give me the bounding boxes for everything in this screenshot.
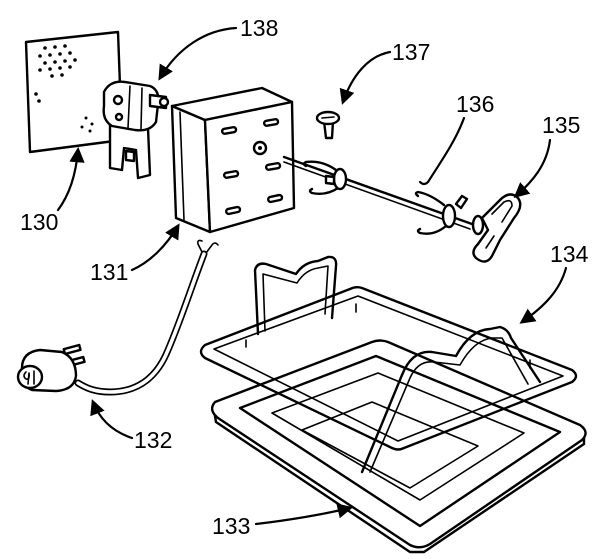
motor-part: [102, 80, 170, 180]
housing-slot: [267, 193, 284, 204]
housing-box-part: [170, 86, 296, 234]
callout-131: 131: [90, 259, 128, 285]
callout-138: 138: [240, 15, 278, 41]
fork-prong: [414, 190, 446, 207]
callout-132: 132: [134, 427, 172, 453]
handle-crank-inner: [485, 199, 513, 249]
screw-part: [315, 110, 341, 140]
spit-fork-left: [302, 160, 348, 196]
fork-prong: [308, 186, 340, 196]
perforation-hole: [63, 44, 67, 48]
housing-slots: [220, 118, 284, 216]
leader-arrow-131: [130, 223, 180, 272]
fork-prong: [416, 224, 448, 235]
motor-shaft-end: [158, 96, 170, 108]
leader-arrow-135: [513, 138, 552, 199]
spit-rod: [282, 155, 474, 226]
perforation-hole: [73, 58, 77, 62]
perforation-hole: [38, 68, 42, 72]
perforation-hole: [88, 129, 92, 133]
cord-fill: [76, 252, 206, 394]
perforation-hole: [58, 66, 62, 70]
leader-arrow-130: [56, 146, 85, 212]
fork-collar: [441, 203, 457, 229]
perforation-hole: [48, 67, 52, 71]
handle-hub: [471, 214, 485, 236]
fork-collar: [332, 167, 348, 191]
motor-detail: [114, 112, 124, 122]
power-plug: [16, 343, 86, 393]
screw-slot: [321, 116, 335, 119]
housing-left-flange: [179, 111, 185, 221]
rack-diagonal-support-inner: [369, 337, 529, 473]
plug-face: [16, 364, 44, 390]
perforation-hole: [50, 74, 54, 78]
motor-detail-line: [127, 85, 143, 130]
housing-slot: [220, 126, 238, 135]
motor-bracket: [108, 122, 152, 180]
leader-line-136: [418, 116, 466, 186]
perforation-hole: [60, 73, 64, 77]
motor-bracket-tab: [124, 149, 136, 163]
power-cord-part: [16, 239, 219, 396]
callout-130: 130: [20, 209, 58, 235]
perforation-hole: [48, 53, 52, 57]
housing-slot: [262, 118, 280, 127]
rack-diagonal-support: [360, 325, 542, 474]
perforation-hole: [84, 116, 88, 120]
motor-detail: [112, 94, 124, 106]
perforation-hole: [53, 60, 57, 64]
housing-slot: [264, 162, 282, 171]
leader-arrow-137: [339, 50, 392, 105]
leader-arrow-134: [519, 266, 568, 324]
leader-lines: [56, 26, 568, 526]
rack-foot: [245, 303, 531, 369]
perforation-hole: [80, 125, 84, 129]
perforation-hole: [43, 61, 47, 65]
callout-labels: 138 137 136 135 130 131 134 132 133: [20, 15, 589, 539]
perforation-hole: [58, 52, 62, 56]
cord-wire-end: [205, 242, 219, 254]
perforation-hole: [34, 92, 38, 96]
callout-137: 137: [392, 39, 430, 65]
fork-prong: [302, 160, 338, 172]
perforation-hole: [38, 54, 42, 58]
leader-arrow-133: [254, 503, 353, 526]
rack-frame-inner: [213, 295, 564, 442]
perforation-hole: [68, 65, 72, 69]
wire-rack-part: [199, 255, 578, 474]
spit-fork-right: [414, 190, 469, 235]
callout-135: 135: [542, 112, 580, 138]
spit-rod-edge: [283, 161, 471, 230]
callout-136: 136: [456, 91, 494, 117]
spit-part: [282, 155, 474, 235]
rack-loop-handle: [253, 255, 338, 336]
perforation-hole: [68, 51, 72, 55]
handle-part: [471, 193, 522, 263]
callout-133: 133: [212, 513, 250, 539]
leader-arrow-138: [158, 26, 238, 81]
housing-shaft-hole-inner: [258, 146, 262, 150]
callout-134: 134: [550, 241, 589, 267]
plug-face-mark: [23, 370, 35, 385]
housing-slot: [225, 205, 242, 216]
leader-arrow-132: [90, 399, 134, 440]
perforation-hole: [43, 46, 47, 50]
perforation-hole: [63, 59, 67, 63]
perforation-holes: [34, 44, 94, 133]
fork-thumbscrew: [324, 174, 336, 186]
perforation-hole: [53, 45, 57, 49]
drip-pan-part: [210, 339, 587, 554]
fork-thumbscrew: [454, 194, 469, 210]
rack-frame-outer: [199, 286, 578, 451]
housing-slot: [222, 170, 240, 179]
pan-floor-recess: [301, 401, 479, 489]
cord-wire-end: [197, 239, 203, 253]
plug-prong: [62, 343, 82, 356]
perforation-hole: [90, 122, 94, 126]
perforation-hole: [37, 99, 41, 103]
rack-loop-handle-inner: [262, 265, 329, 332]
